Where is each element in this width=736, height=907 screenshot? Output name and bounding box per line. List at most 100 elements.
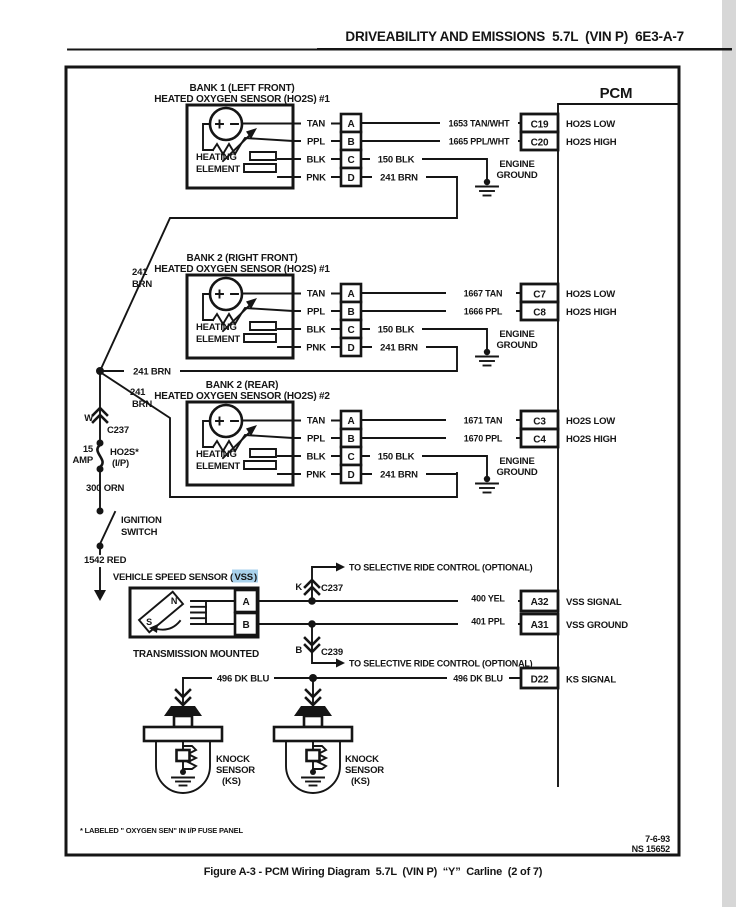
fuse-name-label: HO2S* xyxy=(110,447,139,458)
pin-letter: B xyxy=(242,620,249,631)
heating-element-label: HEATING xyxy=(196,152,237,163)
footnote: * LABELED " OXYGEN SEN" IN I/P FUSE PANE… xyxy=(80,826,243,835)
pcm-label: PCM xyxy=(600,85,633,102)
o2-sensor-block-bank2-front: BANK 2 (RIGHT FRONT) HEATED OXYGEN SENSO… xyxy=(154,253,617,367)
sensor-title: BANK 2 (REAR) xyxy=(206,380,278,391)
knock-sensor-icon xyxy=(142,676,224,795)
wire-label-1542red: 1542 RED xyxy=(84,555,127,566)
pin-letter: D xyxy=(347,470,354,481)
pin-wire-label: BLK xyxy=(307,155,326,166)
pin-wire-label: PNK xyxy=(306,470,326,481)
sensor-title: BANK 2 (RIGHT FRONT) xyxy=(187,253,298,264)
vss-mounted-label: TRANSMISSION MOUNTED xyxy=(133,649,259,660)
connector-name-label: C237 xyxy=(321,583,343,594)
wire-label-496dkblu: 496 DK BLU xyxy=(453,674,503,684)
page-edge-shadow xyxy=(722,0,736,907)
knock-sensor-label: KNOCK xyxy=(216,754,250,765)
pin-wire-label: TAN xyxy=(307,119,326,130)
wire-label-241: 241 xyxy=(132,267,148,278)
pin-letter: B xyxy=(347,137,354,148)
circuit-wire-label: 400 YEL xyxy=(471,594,505,604)
wire-label-brn: BRN xyxy=(132,399,152,410)
pcm-function-label: HO2S LOW xyxy=(566,289,615,300)
branch-selective-ride-top: TO SELECTIVE RIDE CONTROL (OPTIONAL) K C… xyxy=(295,562,533,602)
engine-ground-label: ENGINE xyxy=(499,159,534,170)
wire-label-241brn: 241 BRN xyxy=(380,470,418,481)
vss-title-highlighted: VSS xyxy=(235,572,253,583)
circuit-wire-label: 401 PPL xyxy=(471,617,505,627)
pcm-function-label: VSS GROUND xyxy=(566,620,628,631)
circuit-wire-label: 1670 PPL xyxy=(464,434,503,444)
wire-bank2-heater xyxy=(99,347,458,372)
o2-sensor-block-bank2-rear: BANK 2 (REAR) HEATED OXYGEN SENSOR (HO2S… xyxy=(154,380,617,494)
pin-letter: A xyxy=(242,597,249,608)
pcm-terminal-label: C19 xyxy=(531,120,549,131)
vss-title: VEHICLE SPEED SENSOR ( xyxy=(113,572,234,583)
branch-dest-label: TO SELECTIVE RIDE CONTROL (OPTIONAL) xyxy=(349,563,533,573)
pcm-boundary-line xyxy=(557,103,679,787)
wire-label-241brn: 241 BRN xyxy=(380,343,418,354)
pcm-module: PCM xyxy=(557,85,679,787)
knock-sensor-label: (KS) xyxy=(222,776,241,787)
connector-pin-label: B xyxy=(295,645,302,656)
pin-wire-label: PNK xyxy=(306,343,326,354)
engine-ground-label: ENGINE xyxy=(499,329,534,340)
knock-sensor-label: (KS) xyxy=(351,776,370,787)
engine-ground-label: GROUND xyxy=(496,340,537,351)
branch-dest-label: TO SELECTIVE RIDE CONTROL (OPTIONAL) xyxy=(349,659,533,669)
circuit-wire-label: 1667 TAN xyxy=(464,289,503,299)
circuit-wire-label: 1653 TAN/WHT xyxy=(449,119,511,129)
engine-ground-label: GROUND xyxy=(496,467,537,478)
knock-sensor-label: KNOCK xyxy=(345,754,379,765)
wire-label-brn: BRN xyxy=(132,279,152,290)
fuse-name-label: (I/P) xyxy=(112,458,129,469)
coil-icon xyxy=(190,600,236,625)
pcm-terminal-label: C8 xyxy=(533,308,546,319)
pin-wire-label: PNK xyxy=(306,173,326,184)
diagram-border xyxy=(64,65,681,857)
ignition-switch-label: SWITCH xyxy=(121,527,158,538)
pin-wire-label: PPL xyxy=(307,307,325,318)
sensor-title: HEATED OXYGEN SENSOR (HO2S) #1 xyxy=(154,264,330,275)
pcm-terminal-label: C20 xyxy=(531,138,549,149)
fuse-icon xyxy=(96,443,104,469)
harness-241-brn: 241 BRN 241 BRN 241 BRN xyxy=(96,176,458,498)
engine-ground-label: GROUND xyxy=(496,170,537,181)
pin-wire-label: BLK xyxy=(307,325,326,336)
pin-letter: C xyxy=(347,452,354,463)
figure-caption: Figure A-3 - PCM Wiring Diagram 5.7L (VI… xyxy=(204,866,543,878)
pcm-terminal-label: D22 xyxy=(531,675,549,686)
pcm-terminal-label: A31 xyxy=(531,620,549,631)
revision-date: 7-6-93 xyxy=(645,834,670,844)
wire-label-300orn: 300 ORN xyxy=(86,483,125,494)
pin-letter: D xyxy=(347,343,354,354)
wire-bank1-heater xyxy=(98,176,458,373)
heating-element-label: ELEMENT xyxy=(196,164,240,175)
pcm-function-label: HO2S LOW xyxy=(566,119,615,130)
o2-sensor-block-bank1: BANK 1 (LEFT FRONT) HEATED OXYGEN SENSOR… xyxy=(154,83,617,197)
pcm-function-label: HO2S HIGH xyxy=(566,434,617,445)
vss-title: ) xyxy=(254,572,257,583)
heating-element-label: ELEMENT xyxy=(196,334,240,345)
page-footer: * LABELED " OXYGEN SEN" IN I/P FUSE PANE… xyxy=(80,826,670,878)
engine-ground-label: ENGINE xyxy=(499,456,534,467)
pin-wire-label: TAN xyxy=(307,416,326,427)
connector-name-label: C239 xyxy=(321,647,343,658)
pin-letter: B xyxy=(347,434,354,445)
connector-name-label: C237 xyxy=(107,425,129,436)
pin-letter: C xyxy=(347,325,354,336)
pin-wire-label: PPL xyxy=(307,434,325,445)
sensor-title: BANK 1 (LEFT FRONT) xyxy=(189,83,294,94)
pin-letter: A xyxy=(347,119,354,130)
vss-block: VEHICLE SPEED SENSOR ( VSS ) A B N S TRA… xyxy=(113,562,628,669)
sensor-title: HEATED OXYGEN SENSOR (HO2S) #1 xyxy=(154,94,330,105)
arrow-right-icon xyxy=(336,658,345,668)
pcm-function-label: VSS SIGNAL xyxy=(566,597,622,608)
circuit-wire-label: 1666 PPL xyxy=(464,307,503,317)
power-feed: W C237 15 AMP HO2S* (I/P) 300 ORN IGNITI… xyxy=(72,370,162,601)
pcm-function-label: HO2S HIGH xyxy=(566,137,617,148)
magnet-icon: N S xyxy=(137,590,185,634)
wire-bank3-heater xyxy=(98,370,458,498)
